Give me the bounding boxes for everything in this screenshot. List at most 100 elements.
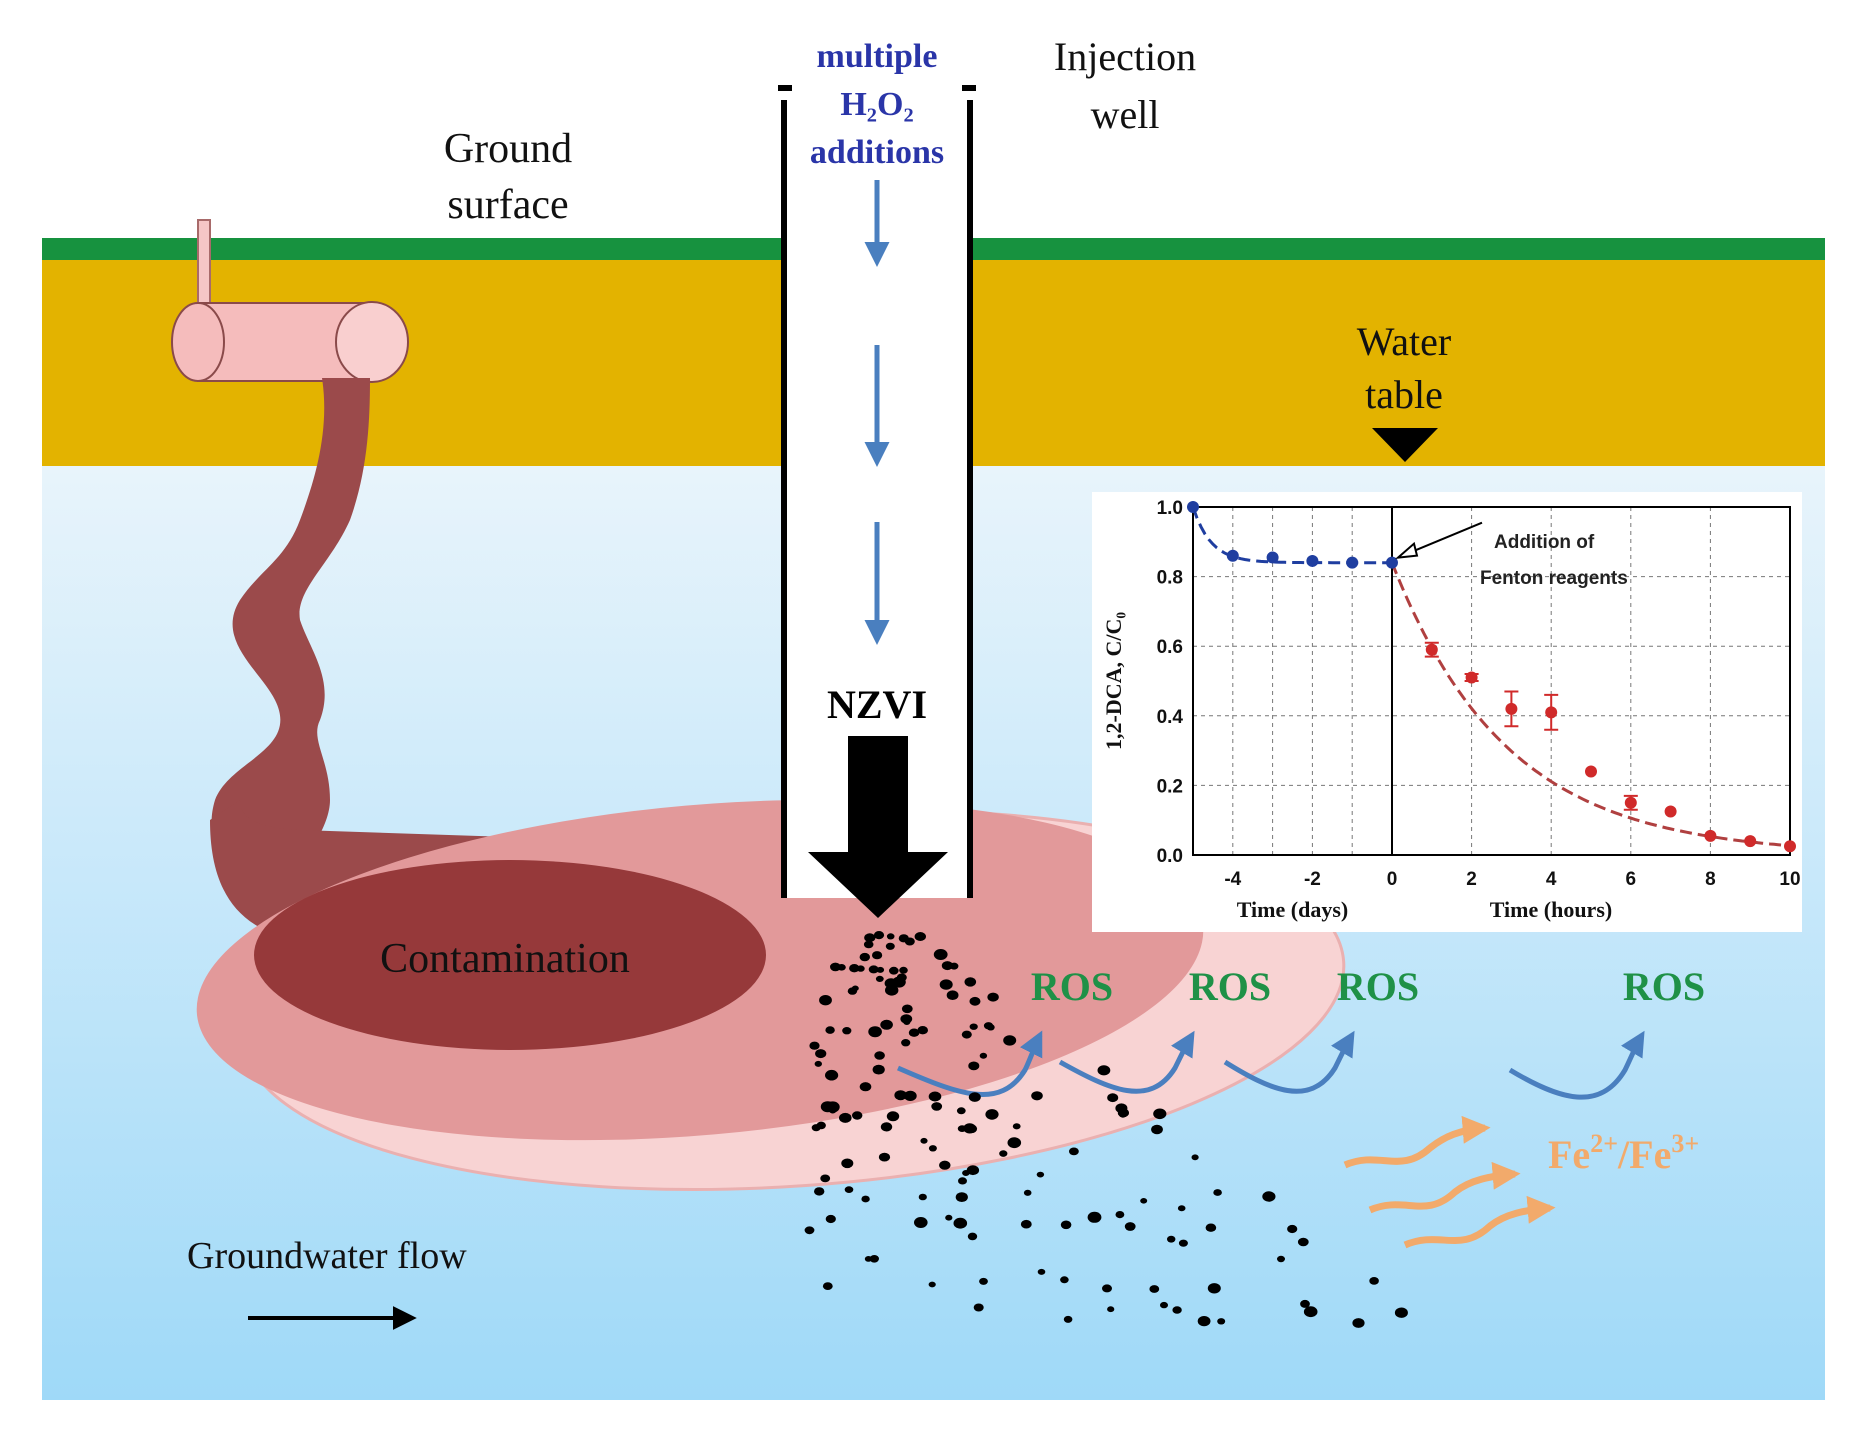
- nzvi-particle: [949, 962, 959, 970]
- nzvi-particle: [882, 1020, 893, 1029]
- nzvi-particle: [1207, 1283, 1221, 1294]
- chart-point-hours: [1744, 835, 1757, 848]
- nzvi-particle: [1369, 1277, 1379, 1285]
- chart-x-tick-label: 10: [1779, 869, 1800, 890]
- nzvi-particle: [1151, 1124, 1163, 1135]
- nzvi-label: NZVI: [827, 682, 927, 727]
- chart-fit-curve-hours: [1390, 562, 1791, 848]
- nzvi-particle: [896, 973, 907, 982]
- nzvi-particle: [876, 966, 885, 973]
- nzvi-particle: [841, 1158, 854, 1169]
- chart-point-days: [1306, 554, 1319, 567]
- ros-label-4: ROS: [1623, 964, 1705, 1009]
- chart-xlabel-days: Time (days): [1237, 897, 1348, 922]
- nzvi-particle: [928, 1145, 937, 1152]
- chart-x-tick-label: 4: [1546, 869, 1557, 890]
- nzvi-particle: [859, 952, 870, 962]
- chart-point-days: [1266, 551, 1279, 564]
- nzvi-particle: [1012, 1123, 1021, 1130]
- chart-point-hours: [1784, 840, 1796, 853]
- nzvi-particle: [849, 964, 860, 973]
- chart-y-tick-label: 0.6: [1157, 637, 1183, 658]
- nzvi-particle: [1003, 1035, 1017, 1046]
- nzvi-particle: [875, 975, 884, 983]
- nzvi-particle: [839, 1112, 852, 1123]
- nzvi-particle: [920, 1137, 928, 1144]
- nzvi-particle: [1394, 1307, 1408, 1318]
- nzvi-particle: [928, 1281, 936, 1288]
- nzvi-particle: [820, 1101, 835, 1113]
- nzvi-particle: [962, 1170, 970, 1176]
- nzvi-particle: [1087, 1211, 1102, 1223]
- nzvi-particle: [864, 933, 876, 943]
- nzvi-particle: [968, 1092, 981, 1102]
- nzvi-particle: [886, 1111, 900, 1122]
- nzvi-particle: [804, 1226, 815, 1235]
- nzvi-particle: [958, 1177, 967, 1185]
- nzvi-particle: [815, 1049, 827, 1059]
- nzvi-particle: [899, 966, 908, 974]
- nzvi-particle: [903, 1019, 911, 1025]
- nzvi-particle: [1160, 1301, 1168, 1309]
- nzvi-particle: [1063, 1315, 1073, 1323]
- nzvi-injection-arrow: [808, 736, 948, 918]
- chart-y-tick-label: 1.0: [1157, 498, 1183, 519]
- nzvi-particle: [1153, 1108, 1167, 1120]
- nzvi-particle: [1124, 1222, 1136, 1231]
- chart-annotation-line1: Addition of: [1494, 532, 1595, 553]
- nzvi-particle: [859, 1082, 872, 1092]
- chart-point-hours: [1585, 765, 1597, 778]
- nzvi-particle: [955, 1192, 968, 1202]
- chart-point-days: [1386, 556, 1398, 569]
- chart-x-tick-label: 6: [1626, 869, 1637, 890]
- nzvi-particle: [967, 1232, 978, 1241]
- nzvi-particle: [904, 937, 915, 946]
- contamination-label: Contamination: [380, 936, 630, 982]
- chart-point-hours: [1704, 829, 1717, 842]
- nzvi-particle: [1037, 1268, 1046, 1275]
- water-table-label-line2: table: [1365, 372, 1443, 417]
- nzvi-particle: [968, 1061, 980, 1071]
- well-label-line2: H₂O₂: [840, 86, 913, 123]
- nzvi-particle: [1262, 1191, 1276, 1202]
- chart-point-hours: [1624, 796, 1637, 809]
- nzvi-particle: [873, 931, 885, 940]
- nzvi-particle: [1217, 1318, 1226, 1325]
- nzvi-particle: [856, 965, 865, 972]
- nzvi-particle: [917, 1026, 928, 1035]
- fe-ion-label: Fe2+/Fe3+: [1548, 1129, 1699, 1177]
- nzvi-particle: [1300, 1299, 1310, 1308]
- chart-point-hours: [1505, 702, 1518, 715]
- nzvi-particle: [1352, 1318, 1365, 1328]
- nzvi-particle: [1191, 1154, 1199, 1161]
- nzvi-particle: [1287, 1224, 1298, 1234]
- nzvi-particle: [1177, 1205, 1186, 1212]
- ros-label-3: ROS: [1337, 964, 1419, 1009]
- nzvi-particle: [979, 1277, 988, 1285]
- nzvi-particle: [868, 965, 879, 974]
- well-label-line1: multiple: [817, 38, 938, 75]
- nzvi-particle: [945, 1214, 953, 1221]
- chart-x-tick-label: -2: [1304, 869, 1321, 890]
- nzvi-particle: [819, 995, 832, 1006]
- ros-label-2: ROS: [1189, 964, 1271, 1009]
- nzvi-particle: [1060, 1220, 1072, 1230]
- chart-y-tick-label: 0.0: [1157, 846, 1183, 867]
- nzvi-particle: [878, 1152, 891, 1162]
- nzvi-particle: [983, 1022, 994, 1030]
- nzvi-particle: [1205, 1223, 1217, 1232]
- chart-point-hours: [1465, 671, 1478, 684]
- nzvi-particle: [844, 1186, 854, 1193]
- chart-frame: [1192, 506, 1791, 856]
- nzvi-particle: [1097, 1065, 1111, 1076]
- nzvi-particle: [869, 1255, 879, 1263]
- chart-x-tick-label: 8: [1705, 869, 1716, 890]
- nzvi-particle: [1277, 1255, 1285, 1263]
- injection-well-label-line1: Injection: [1054, 34, 1196, 79]
- injection-well-label-line2: well: [1091, 92, 1160, 137]
- nzvi-particle: [973, 1303, 984, 1312]
- chart-x-tick-label: -4: [1224, 869, 1241, 890]
- nzvi-particle: [814, 1187, 825, 1196]
- nzvi-particle: [966, 1165, 980, 1176]
